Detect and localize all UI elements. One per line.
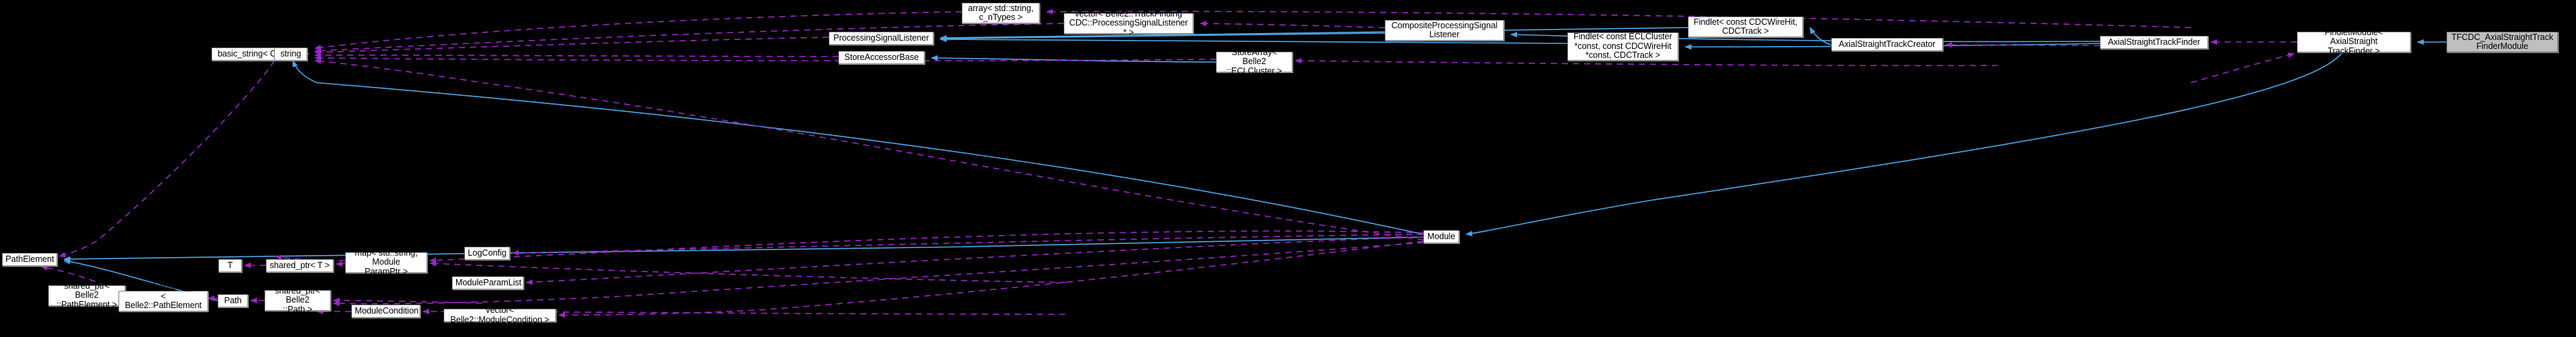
graph-node-tfcdc_module[interactable]: TFCDC_AxialStraightTrack FinderModule (2446, 32, 2558, 52)
graph-node-T[interactable]: T (218, 259, 242, 272)
graph-node-label: Findlet< const ECLCluster *const, const … (1573, 32, 1673, 61)
graph-node-composite_psl[interactable]: CompositeProcessingSignal Listener (1385, 20, 1504, 41)
graph-node-label: Path (224, 295, 242, 305)
graph-node-label: LogConfig (468, 247, 507, 258)
graph-node-shared_ptr_pe[interactable]: shared_ptr< Belle2 ::PathElement > (48, 281, 125, 309)
graph-node-string[interactable]: string (274, 48, 307, 61)
graph-node-findlet_module[interactable]: FindletModule< AxialStraight TrackFinder… (2297, 28, 2411, 55)
graph-node-label: CompositeProcessingSignal Listener (1391, 20, 1498, 39)
graph-node-list_shared_pe[interactable]: list< std::shared_ptr < Belle2::PathElem… (119, 282, 208, 319)
graph-node-module_condition[interactable]: ModuleCondition (351, 305, 420, 318)
graph-node-label: string (280, 48, 301, 59)
graph-node-shared_ptr_T[interactable]: shared_ptr< T > (266, 259, 333, 272)
graph-node-module[interactable]: Module (1423, 230, 1459, 243)
graph-node-label: Module (1427, 231, 1456, 241)
graph-node-label: shared_ptr< T > (269, 260, 330, 270)
graph-node-path_element[interactable]: PathElement (2, 253, 57, 266)
graph-node-axial_finder[interactable]: AxialStraightTrackFinder (2100, 36, 2208, 49)
graph-node-label: shared_ptr< Belle2 ::Path > (275, 285, 320, 314)
graph-node-label: TFCDC_AxialStraightTrack FinderModule (2451, 32, 2553, 51)
graph-node-path[interactable]: Path (218, 294, 248, 307)
graph-node-storearray_ecl[interactable]: StoreArray< Belle2 ::ECLCluster > (1216, 48, 1292, 75)
graph-node-label: list< std::shared_ptr < Belle2::PathElem… (125, 282, 202, 320)
graph-node-label: AxialStraightTrackCreator (1838, 39, 1936, 49)
graph-node-label: PathElement (6, 254, 54, 264)
graph-node-shared_ptr_path[interactable]: shared_ptr< Belle2 ::Path > (265, 286, 331, 314)
graph-node-label: shared_ptr< Belle2 ::PathElement > (56, 280, 117, 309)
graph-node-label: vector< Belle2::ModuleCondition > (450, 305, 550, 325)
graph-node-map_module_param[interactable]: map< std::string, Module ParamPtr > (345, 248, 427, 276)
graph-node-label: map< std::string, Module ParamPtr > (354, 247, 418, 276)
graph-node-label: ModuleCondition (355, 305, 419, 316)
graph-node-label: StoreArray< Belle2 ::ECLCluster > (1226, 47, 1282, 76)
graph-node-label: ProcessingSignalListener (833, 32, 929, 43)
graph-node-label: Findlet< const CDCWireHit, CDCTrack > (1693, 17, 1797, 36)
graph-node-label: StoreAccessorBase (844, 52, 919, 62)
graph-node-findlet_wirehit[interactable]: Findlet< const CDCWireHit, CDCTrack > (1688, 17, 1803, 37)
graph-node-processing_listener[interactable]: ProcessingSignalListener (829, 32, 934, 45)
graph-node-label: T (227, 260, 233, 270)
graph-node-log_config[interactable]: LogConfig (464, 247, 510, 260)
graph-node-findlet_ecl[interactable]: Findlet< const ECLCluster *const, const … (1567, 32, 1678, 61)
graph-node-label: ModuleParamList (455, 277, 522, 287)
graph-node-label: array< std::string, c_nTypes > (967, 3, 1033, 22)
graph-node-label: FindletModule< AxialStraight TrackFinder… (2325, 27, 2383, 56)
graph-node-vector_modcond[interactable]: vector< Belle2::ModuleCondition > (444, 305, 556, 325)
graph-node-label: vector< Belle2::TrackFinding CDC::Proces… (1069, 8, 1188, 37)
graph-node-store_accessor[interactable]: StoreAccessorBase (838, 51, 925, 64)
graph-node-vector_psl[interactable]: vector< Belle2::TrackFinding CDC::Proces… (1064, 9, 1193, 37)
graph-node-array_string[interactable]: array< std::string, c_nTypes > (962, 3, 1040, 23)
graph-node-label: AxialStraightTrackFinder (2108, 37, 2201, 47)
graph-node-module_param_list[interactable]: ModuleParamList (452, 276, 524, 289)
graph-node-axial_creator[interactable]: AxialStraightTrackCreator (1831, 38, 1943, 51)
